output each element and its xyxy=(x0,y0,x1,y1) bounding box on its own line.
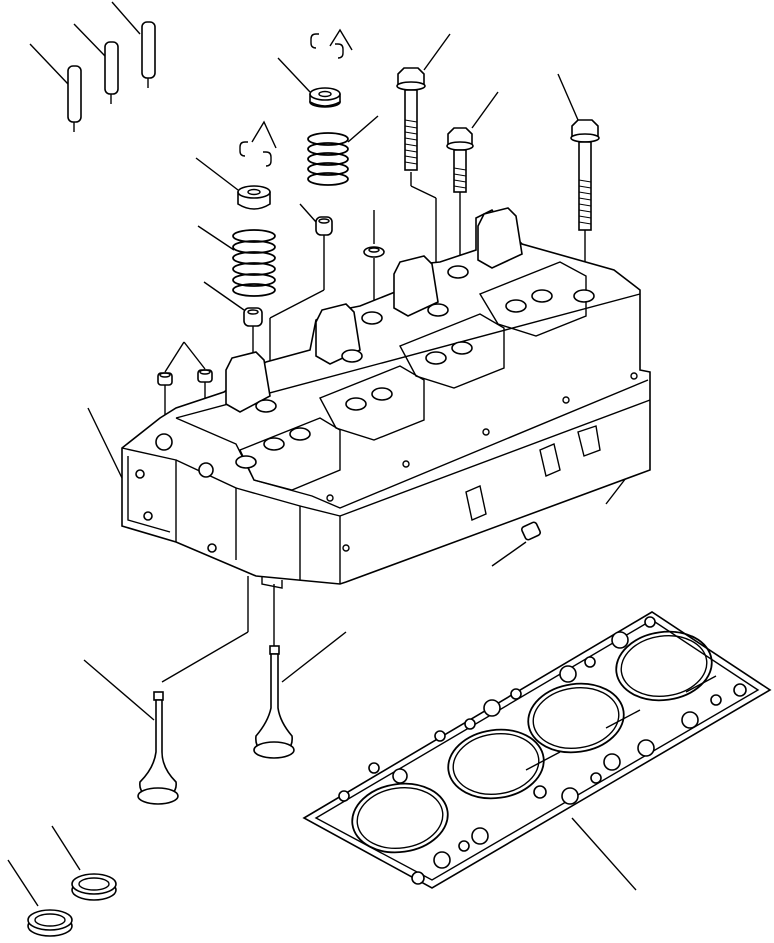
valve-spring-retainer xyxy=(277,57,341,108)
plug xyxy=(491,521,542,567)
valve-spring xyxy=(307,115,379,186)
valve-keeper xyxy=(310,28,353,59)
valve-guide xyxy=(111,1,156,88)
valve-seat-insert xyxy=(51,825,117,901)
cylinder-head xyxy=(87,207,651,589)
valve-spring-retainer xyxy=(195,157,271,210)
valve-seat-insert xyxy=(7,859,73,937)
valve-spring xyxy=(197,225,276,297)
intake-valve xyxy=(83,576,249,805)
head-bolt xyxy=(396,33,451,300)
head-gasket xyxy=(302,611,772,891)
head-bolt xyxy=(446,91,499,268)
exhaust-valve xyxy=(253,584,347,759)
valve-stem-seal xyxy=(363,210,385,312)
valve-guide xyxy=(29,43,82,132)
valve-guide xyxy=(73,23,119,104)
valve-keeper xyxy=(239,120,277,167)
